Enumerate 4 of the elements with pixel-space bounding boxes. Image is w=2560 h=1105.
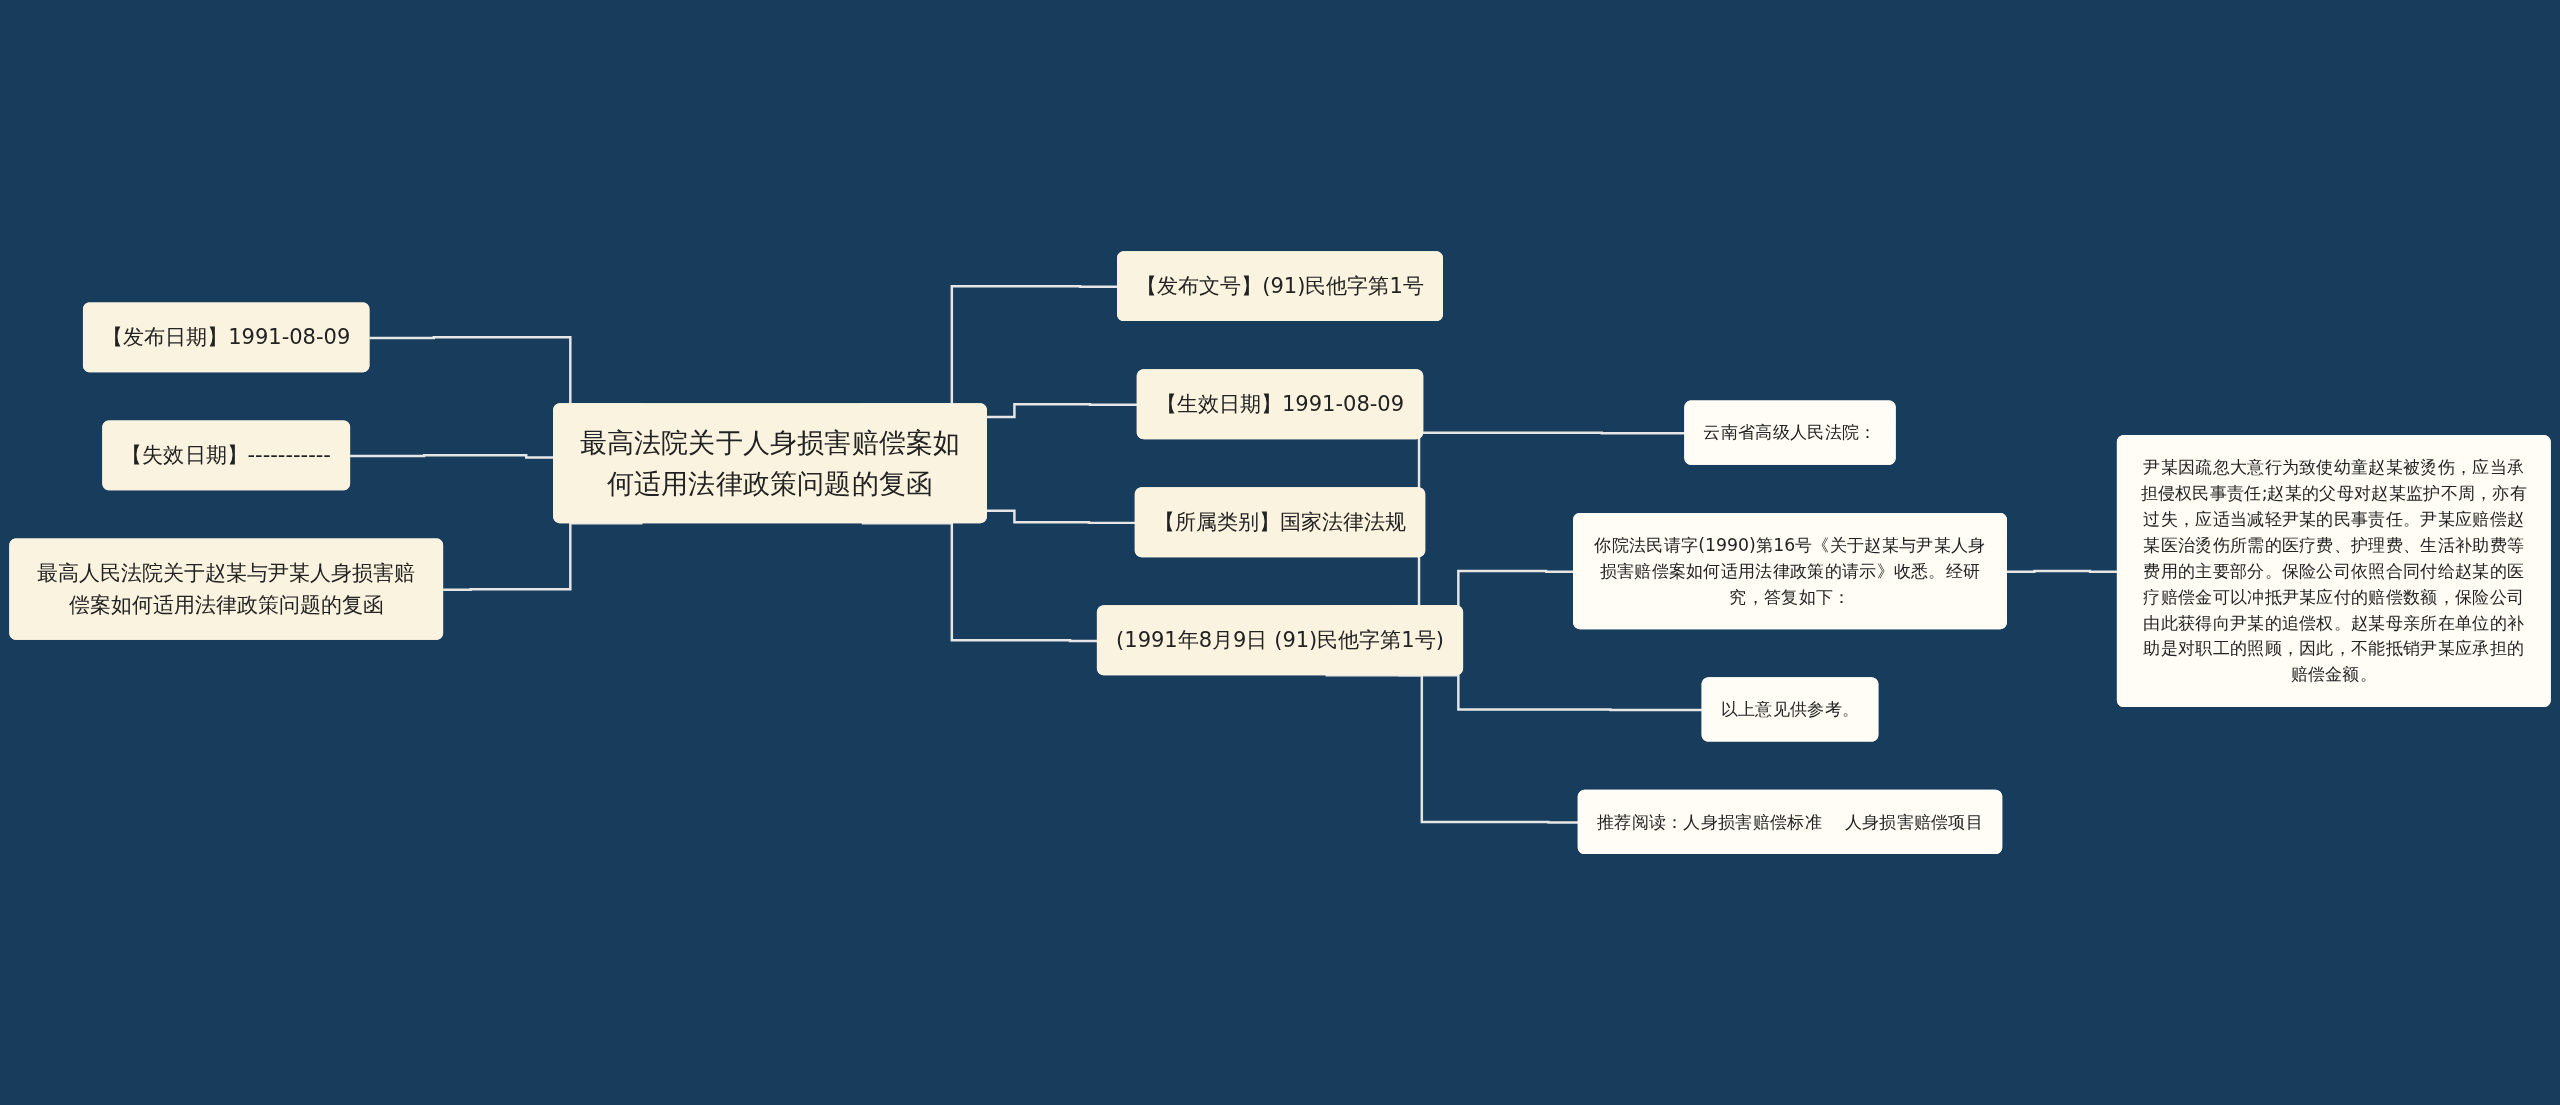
connector (986, 402, 1138, 418)
connector (986, 509, 1136, 524)
connector (1325, 673, 1579, 824)
connector (443, 521, 643, 591)
